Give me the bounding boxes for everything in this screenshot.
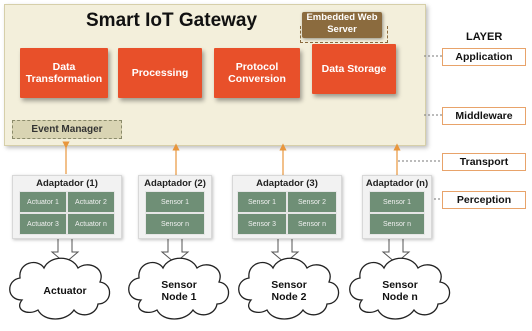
event-manager-block: Event Manager bbox=[12, 120, 122, 139]
web-server-dashed-frame bbox=[300, 26, 388, 43]
gateway-title: Smart IoT Gateway bbox=[86, 10, 258, 31]
cloud-sensor-node-1 bbox=[128, 257, 230, 320]
adapter-n-cell: Sensor n bbox=[369, 213, 425, 235]
adapter-1-cell: Actuator n bbox=[67, 213, 115, 235]
cloud-label-sensor-node-2: Sensor Node 2 bbox=[271, 279, 307, 303]
arrow-down-sensor-node-n bbox=[381, 237, 411, 264]
data-transformation-block: Data Transformation bbox=[20, 48, 108, 98]
adapter-2-cell: Sensor 1 bbox=[145, 191, 205, 213]
adapter-n-box: Adaptador (n) Sensor 1 Sensor n bbox=[362, 175, 432, 239]
arrow-down-actuator bbox=[50, 237, 80, 264]
adapter-3-title: Adaptador (3) bbox=[256, 178, 318, 189]
adapter-n-cell: Sensor 1 bbox=[369, 191, 425, 213]
adapter-2-cell: Sensor n bbox=[145, 213, 205, 235]
adapter-n-title: Adaptador (n) bbox=[365, 178, 429, 189]
layer-title: LAYER bbox=[466, 31, 503, 43]
adapter-1-cell: Actuator 1 bbox=[19, 191, 67, 213]
adapter-1-cell: Actuator 3 bbox=[19, 213, 67, 235]
cloud-label-actuator: Actuator bbox=[43, 285, 87, 297]
cloud-sensor-node-n bbox=[349, 257, 451, 320]
arrow-down-sensor-node-2 bbox=[270, 237, 300, 264]
layer-application: Application bbox=[442, 48, 526, 66]
cloud-sensor-node-2 bbox=[238, 257, 340, 320]
adapter-3-box: Adaptador (3) Sensor 1 Sensor 2 Sensor 3… bbox=[232, 175, 342, 239]
adapter-3-cell: Sensor 3 bbox=[237, 213, 287, 235]
processing-block: Processing bbox=[118, 48, 202, 98]
adapter-2-title: Adaptador (2) bbox=[144, 178, 206, 189]
adapter-1-box: Adaptador (1) Actuator 1 Actuator 2 Actu… bbox=[12, 175, 122, 239]
protocol-conversion-block: Protocol Conversion bbox=[214, 48, 300, 98]
arrow-down-sensor-node-1 bbox=[160, 237, 190, 264]
adapter-2-box: Adaptador (2) Sensor 1 Sensor n bbox=[138, 175, 212, 239]
adapter-1-cell: Actuator 2 bbox=[67, 191, 115, 213]
cloud-actuator bbox=[9, 257, 111, 320]
layer-middleware: Middleware bbox=[442, 107, 526, 125]
data-storage-block: Data Storage bbox=[312, 44, 396, 94]
adapter-3-cell: Sensor 1 bbox=[237, 191, 287, 213]
adapter-3-cell: Sensor n bbox=[287, 213, 337, 235]
cloud-label-sensor-node-1: Sensor Node 1 bbox=[161, 279, 197, 303]
adapter-1-title: Adaptador (1) bbox=[36, 178, 98, 189]
adapter-3-cell: Sensor 2 bbox=[287, 191, 337, 213]
layer-perception: Perception bbox=[442, 191, 526, 209]
layer-transport: Transport bbox=[442, 153, 526, 171]
cloud-label-sensor-node-n: Sensor Node n bbox=[382, 279, 418, 303]
embedded-web-server-block: Embedded Web Server bbox=[302, 12, 382, 38]
